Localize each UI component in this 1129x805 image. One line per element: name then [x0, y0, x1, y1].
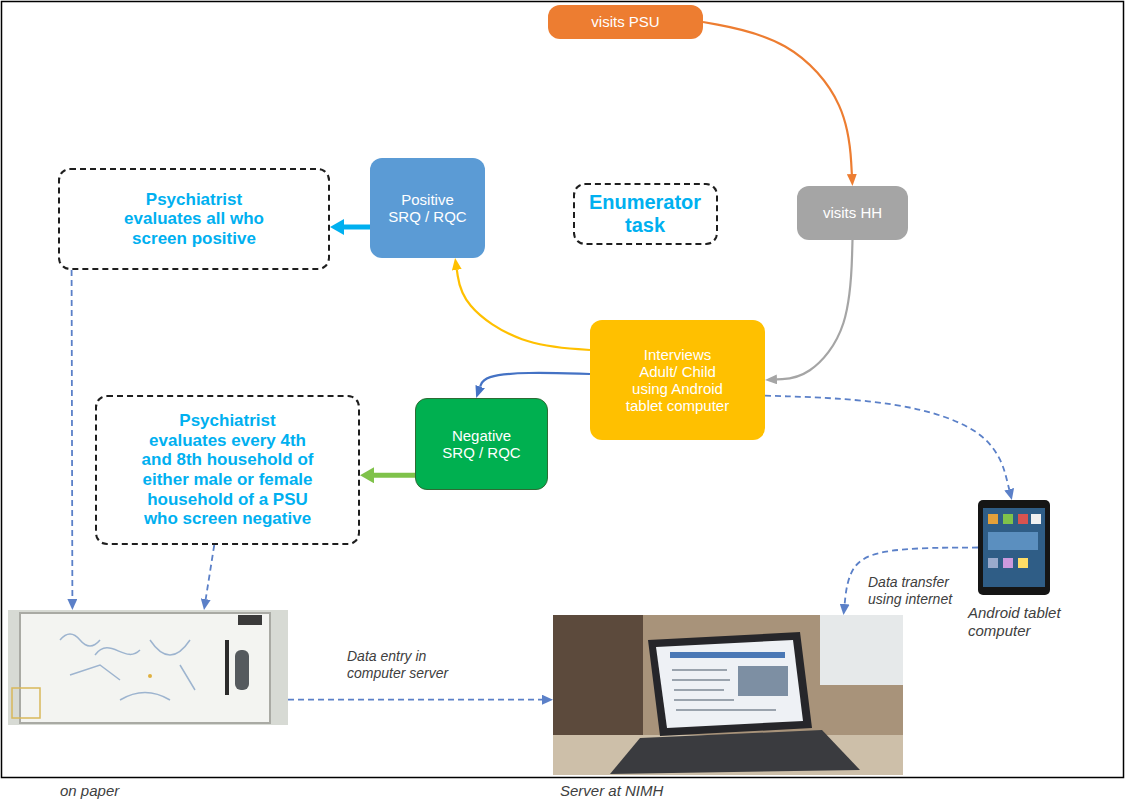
flow-arrow	[703, 22, 852, 174]
laptop-base	[610, 730, 860, 774]
server-photo: Server at NIMH	[553, 615, 903, 775]
label-anchor: Data entry in computer server	[345, 648, 463, 682]
eraser	[235, 650, 249, 690]
laptop-screen-frame	[648, 632, 812, 736]
tablet-screen	[983, 508, 1045, 587]
tablet-photo	[978, 500, 1050, 595]
app-icon	[988, 558, 998, 568]
whiteboard	[20, 613, 270, 723]
magnet	[148, 674, 152, 678]
paper-photo	[8, 610, 288, 725]
referral-arrow	[374, 473, 415, 478]
note	[12, 688, 40, 718]
app-icon	[1003, 558, 1013, 568]
scribble	[60, 634, 195, 700]
app-icon	[988, 514, 998, 524]
app-icon	[1003, 514, 1013, 524]
data-flow-line	[765, 396, 1009, 490]
box-text: Interviews Adult/ Child using Android ta…	[625, 346, 731, 415]
photo-caption: Server at NIMH	[560, 782, 760, 800]
box-text: Psychiatrist evaluates all who screen po…	[107, 190, 282, 249]
edge-label: Data entry in computer server	[345, 648, 463, 682]
box-text: Psychiatrist evaluates every 4th and 8th…	[140, 411, 315, 528]
flow-arrow	[457, 270, 590, 350]
photo-caption: Android tablet computer	[968, 604, 1098, 640]
screen-bar	[670, 652, 785, 658]
laptop-screen	[656, 640, 803, 728]
box-text: visits PSU	[591, 13, 659, 30]
background	[553, 615, 903, 775]
box-text: Negative SRQ / RQC	[439, 427, 524, 462]
flow-arrow	[777, 240, 853, 379]
app-icon	[1031, 514, 1041, 524]
app-widget	[988, 532, 1038, 550]
server-photo	[553, 615, 903, 775]
data-flow-line	[288, 699, 542, 701]
process-box: Interviews Adult/ Child using Android ta…	[590, 320, 765, 440]
app-icon	[1018, 514, 1028, 524]
figure-frame	[2, 2, 1124, 778]
box-text: Enumerator task	[580, 191, 710, 237]
marker-pen	[225, 640, 229, 695]
process-box: visits HH	[797, 186, 908, 240]
screen-picture	[738, 666, 788, 696]
sticker	[238, 615, 262, 625]
tablet-photo: Android tablet computer	[978, 500, 1050, 595]
label-anchor: Data transfer using internet	[866, 574, 962, 608]
task-box: Psychiatrist evaluates all who screen po…	[58, 168, 330, 270]
window	[820, 615, 903, 685]
edge-label: Data transfer using internet	[866, 574, 962, 608]
flow-arrow	[480, 373, 590, 387]
photo-caption: on paper	[60, 782, 180, 800]
tablet-body	[978, 500, 1050, 595]
paper-photo: on paper	[8, 610, 288, 725]
data-flow-line	[206, 545, 215, 599]
result-box: Positive SRQ / RQC	[370, 158, 485, 258]
process-box: visits PSU	[548, 5, 703, 39]
screen-lines	[672, 670, 776, 710]
task-box: Psychiatrist evaluates every 4th and 8th…	[95, 395, 360, 545]
box-text: visits HH	[823, 204, 882, 221]
result-box: Negative SRQ / RQC	[415, 398, 548, 490]
wall	[8, 610, 288, 725]
role-box: Enumerator task	[573, 183, 718, 245]
referral-arrow	[344, 225, 370, 230]
data-flow-line	[71, 270, 74, 599]
app-icon	[1018, 558, 1028, 568]
box-text: Positive SRQ / RQC	[385, 191, 470, 226]
